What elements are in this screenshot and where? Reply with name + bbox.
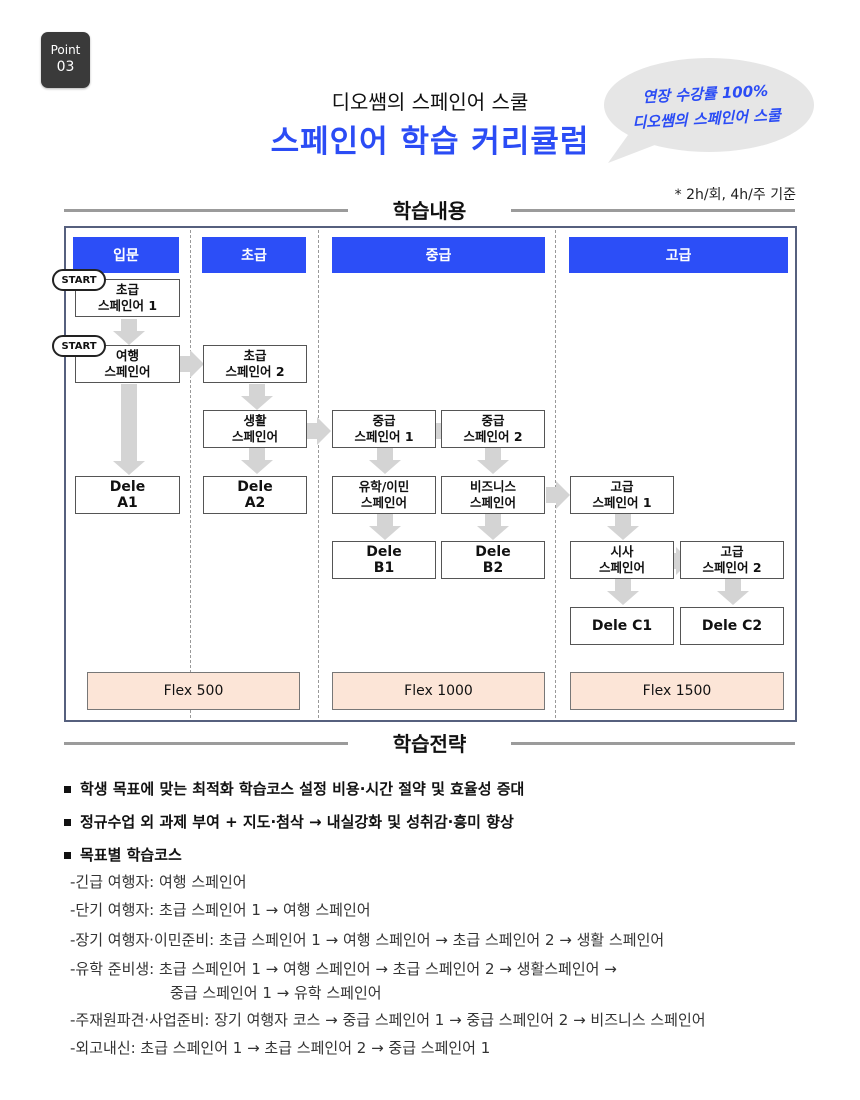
bullet-square-icon	[64, 819, 71, 826]
strategy-bullet: 정규수업 외 과제 부여 + 지도·첨삭 → 내실강화 및 성취감·흥미 향상	[64, 809, 804, 842]
divider-line	[64, 742, 348, 745]
page-title: 스페인어 학습 커리큘럼	[270, 124, 590, 160]
section-header-content: 학습내용	[64, 195, 795, 225]
course-dele-c2: Dele C2	[680, 607, 784, 645]
phase-header-beginner: 초급	[202, 237, 306, 273]
course-advanced-spanish-2: 고급 스페인어 2	[680, 541, 784, 579]
phase-header-intermediate: 중급	[332, 237, 545, 273]
goal-item-continuation: 중급 스페인어 1 → 유학 스페인어	[170, 984, 382, 1002]
divider-line	[511, 742, 795, 745]
strategy-bullet-text: 정규수업 외 과제 부여 + 지도·첨삭 → 내실강화 및 성취감·흥미 향상	[80, 813, 514, 831]
phase-header-intro: 입문	[73, 237, 179, 273]
goal-item: -단기 여행자: 초급 스페인어 1 → 여행 스페인어	[70, 901, 371, 919]
flex-1500: Flex 1500	[570, 672, 784, 710]
course-intermediate-spanish-2: 중급 스페인어 2	[441, 410, 545, 448]
strategy-bullet-text: 학생 목표에 맞는 최적화 학습코스 설정 비용·시간 절약 및 효율성 증대	[80, 780, 525, 798]
course-current-affairs-spanish: 시사 스페인어	[570, 541, 674, 579]
start-tag: START	[52, 335, 106, 357]
phase-header-advanced: 고급	[569, 237, 788, 273]
goal-item: -외고내신: 초급 스페인어 1 → 초급 스페인어 2 → 중급 스페인어 1	[70, 1039, 491, 1057]
goal-item: -유학 준비생: 초급 스페인어 1 → 여행 스페인어 → 초급 스페인어 2…	[70, 960, 617, 978]
section-title-content: 학습내용	[392, 199, 467, 223]
start-tag: START	[52, 269, 106, 291]
column-divider	[190, 230, 191, 718]
course-dele-b2: Dele B2	[441, 541, 545, 579]
flex-500: Flex 500	[87, 672, 300, 710]
course-study-immigration-spanish: 유학/이민 스페인어	[332, 476, 436, 514]
flex-1000: Flex 1000	[332, 672, 545, 710]
course-life-spanish: 생활 스페인어	[203, 410, 307, 448]
point-badge: Point 03	[41, 32, 90, 88]
basis-note: * 2h/회, 4h/주 기준	[674, 187, 796, 203]
speech-bubble	[604, 58, 814, 163]
goal-item: -긴급 여행자: 여행 스페인어	[70, 873, 247, 891]
course-dele-a2: Dele A2	[203, 476, 307, 514]
divider-line	[64, 209, 348, 212]
course-advanced-spanish-1: 고급 스페인어 1	[570, 476, 674, 514]
section-title-strategy: 학습전략	[392, 732, 467, 756]
course-dele-a1: Dele A1	[75, 476, 180, 514]
bullet-square-icon	[64, 852, 71, 859]
course-intermediate-spanish-1: 중급 스페인어 1	[332, 410, 436, 448]
course-beginner-spanish-2: 초급 스페인어 2	[203, 345, 307, 383]
column-divider	[318, 230, 319, 718]
page-subtitle: 디오쌤의 스페인어 스쿨	[331, 90, 529, 114]
divider-line	[511, 209, 795, 212]
strategy-bullet-text: 목표별 학습코스	[80, 846, 182, 864]
column-divider	[555, 230, 556, 718]
strategy-bullet: 목표별 학습코스	[64, 842, 804, 875]
strategy-bullet: 학생 목표에 맞는 최적화 학습코스 설정 비용·시간 절약 및 효율성 증대	[64, 776, 804, 809]
point-label: Point	[50, 43, 81, 57]
goal-item: -장기 여행자·이민준비: 초급 스페인어 1 → 여행 스페인어 → 초급 스…	[70, 931, 665, 949]
course-business-spanish: 비즈니스 스페인어	[441, 476, 545, 514]
point-number: 03	[56, 59, 75, 75]
goal-item: -주재원파견·사업준비: 장기 여행자 코스 → 중급 스페인어 1 → 중급 …	[70, 1011, 706, 1029]
curriculum-board: 입문 초급 중급 고급 초급 스페인어 1 여행 스페인어 Dele A1 초급…	[64, 226, 797, 722]
course-dele-b1: Dele B1	[332, 541, 436, 579]
bullet-square-icon	[64, 786, 71, 793]
strategy-list: 학생 목표에 맞는 최적화 학습코스 설정 비용·시간 절약 및 효율성 증대 …	[64, 776, 804, 875]
course-dele-c1: Dele C1	[570, 607, 674, 645]
section-header-strategy: 학습전략	[64, 728, 795, 758]
